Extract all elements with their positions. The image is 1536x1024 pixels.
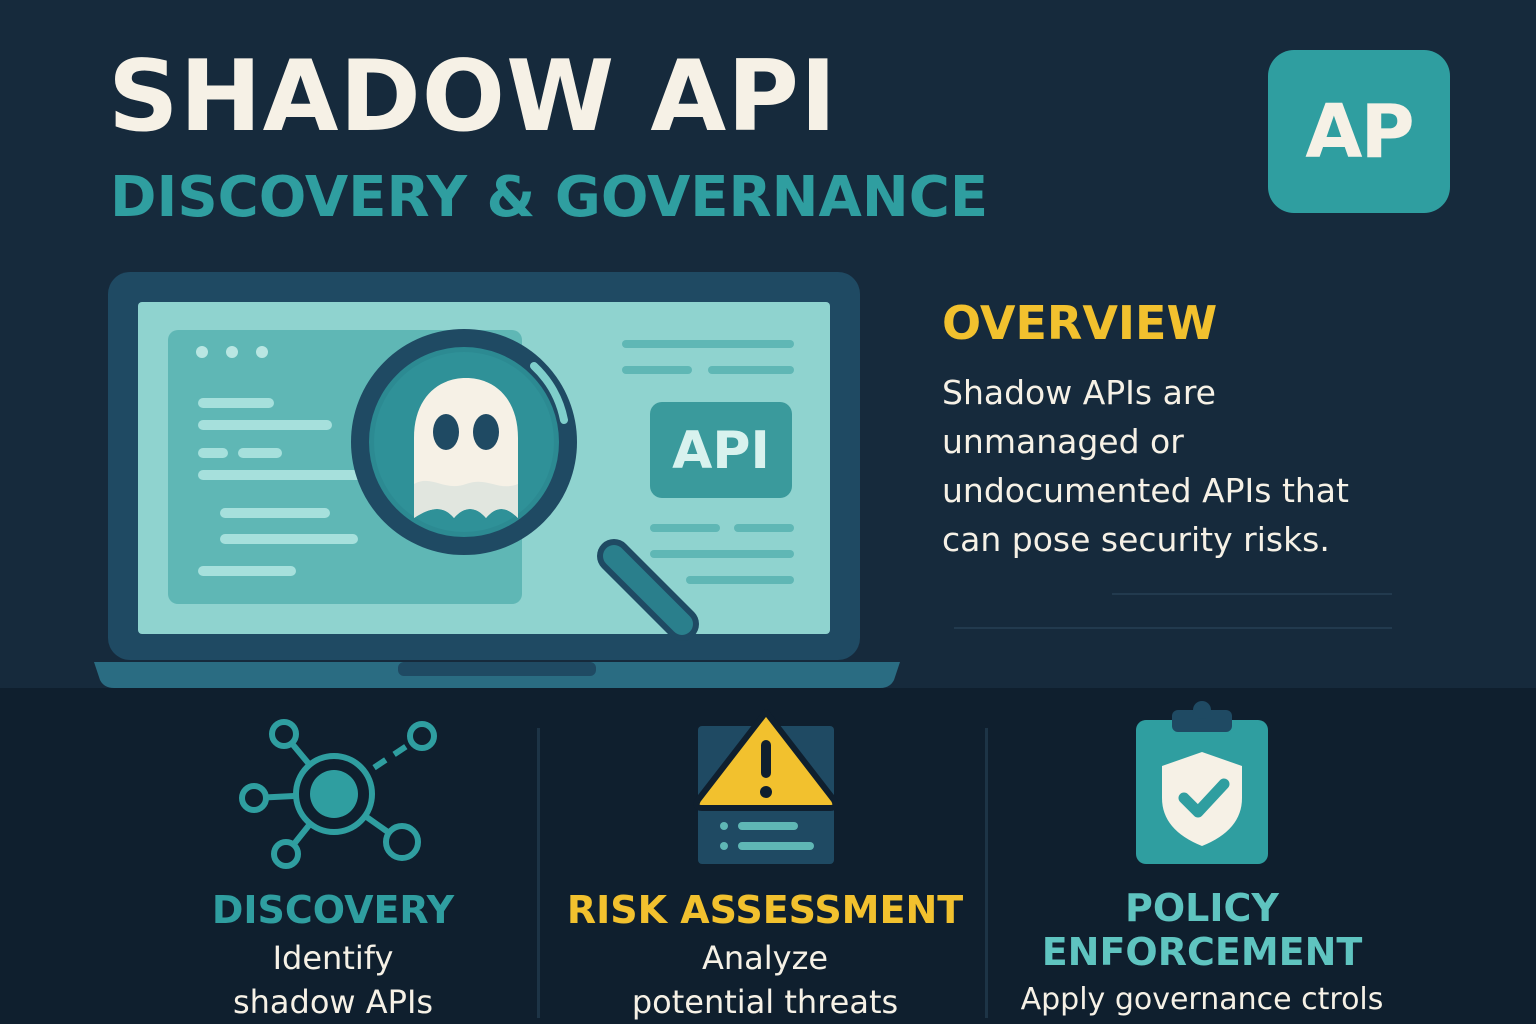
decorative-line	[1112, 593, 1392, 595]
overview-heading: OVERVIEW	[942, 296, 1218, 350]
shield-check-icon	[1136, 701, 1268, 864]
feature-title-policy-line1: POLICY	[1125, 886, 1279, 930]
column-divider	[985, 728, 988, 1018]
api-badge-text: API	[672, 421, 770, 481]
feature-title-policy-line2: ENFORCEMENT	[1041, 930, 1363, 974]
feature-desc-discovery-line2: shadow APIs	[232, 983, 434, 1021]
feature-desc-risk-line2: potential threats	[631, 983, 899, 1021]
feature-title-risk-assessment: RISK ASSESSMENT	[566, 888, 964, 932]
laptop-illustration: API	[94, 272, 900, 688]
network-icon	[239, 719, 437, 869]
overview-text: Shadow APIs are unmanaged or undocumente…	[942, 373, 1349, 559]
logo-text: AP	[1305, 88, 1415, 175]
feature-desc-policy: Apply governance ctrols	[1020, 982, 1384, 1017]
feature-desc-risk-line1: Analyze	[701, 939, 829, 977]
feature-desc-discovery-line1: Identify	[272, 939, 394, 977]
logo-badge: AP	[1268, 50, 1450, 213]
page-title: SHADOW API	[108, 40, 838, 154]
decorative-line	[954, 627, 1392, 629]
column-divider	[537, 728, 540, 1018]
warning-icon	[693, 709, 839, 864]
page-subtitle: DISCOVERY & GOVERNANCE	[110, 165, 989, 230]
feature-title-discovery: DISCOVERY	[211, 888, 455, 932]
